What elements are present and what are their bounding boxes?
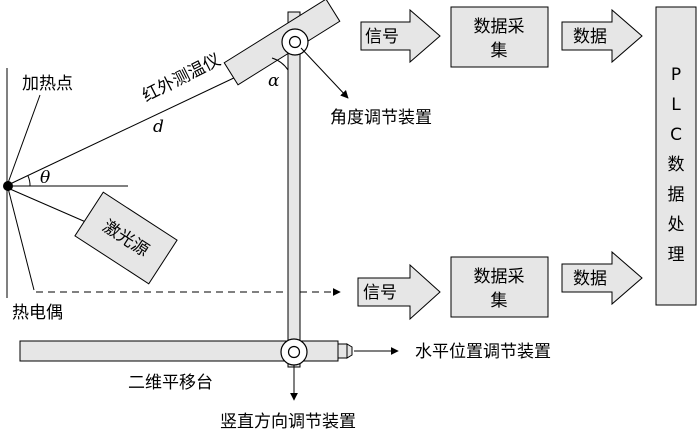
top-signal-label: 信号 — [365, 27, 399, 47]
top-daq-label-1: 数据采 — [474, 17, 525, 37]
vertical-column — [287, 11, 301, 368]
alpha-arc — [271, 57, 289, 71]
plc-char: 理 — [668, 245, 685, 265]
bottom-daq-label-1: 数据采 — [474, 267, 525, 287]
distance-label: d — [153, 117, 164, 137]
ir-beam-line — [9, 75, 239, 185]
ir-thermometer-label: 红外测温仪 — [139, 50, 224, 106]
plc-char: P — [671, 65, 681, 85]
bottom-data-arrow — [561, 250, 643, 306]
laser-source: 激光源 — [74, 191, 178, 285]
angle-pivot-inner — [288, 35, 302, 49]
bottom-daq-box — [450, 256, 549, 318]
plc-char: 数 — [668, 155, 685, 175]
stage-label: 二维平移台 — [128, 373, 213, 393]
thermocouple-leader — [7, 187, 35, 291]
plc-char: L — [671, 95, 681, 115]
plc-char: 据 — [668, 185, 685, 205]
angle-adjust-arrow — [300, 47, 349, 99]
angle-adjust-label: 角度调节装置 — [330, 108, 432, 128]
heating-point-leader — [7, 94, 41, 184]
alpha-label: α — [268, 71, 280, 91]
thermocouple-label: 热电偶 — [12, 303, 63, 323]
theta-arc — [27, 175, 31, 187]
horizontal-adjust-label: 水平位置调节装置 — [415, 342, 551, 362]
top-signal-arrow — [360, 8, 441, 64]
stage-knob-cap — [346, 343, 353, 359]
vertical-adjust-label: 竖直方向调节装置 — [220, 412, 356, 432]
laser-beam-line — [9, 188, 96, 227]
horizontal-pivot-inner — [287, 345, 301, 359]
bottom-signal-label: 信号 — [363, 283, 397, 303]
top-daq-label-2: 集 — [491, 41, 508, 61]
top-daq-box — [450, 6, 549, 68]
top-data-label: 数据 — [573, 27, 607, 47]
plc-char: C — [670, 125, 682, 145]
theta-label: θ — [40, 168, 50, 188]
bottom-signal-arrow — [357, 263, 441, 321]
top-data-arrow — [561, 8, 643, 64]
heating-point-label: 加热点 — [22, 74, 73, 94]
bottom-daq-label-2: 集 — [491, 291, 508, 311]
plc-box — [655, 6, 697, 306]
plc-char: 处 — [668, 215, 685, 235]
stage-knob — [337, 343, 348, 359]
bottom-data-label: 数据 — [573, 269, 607, 289]
